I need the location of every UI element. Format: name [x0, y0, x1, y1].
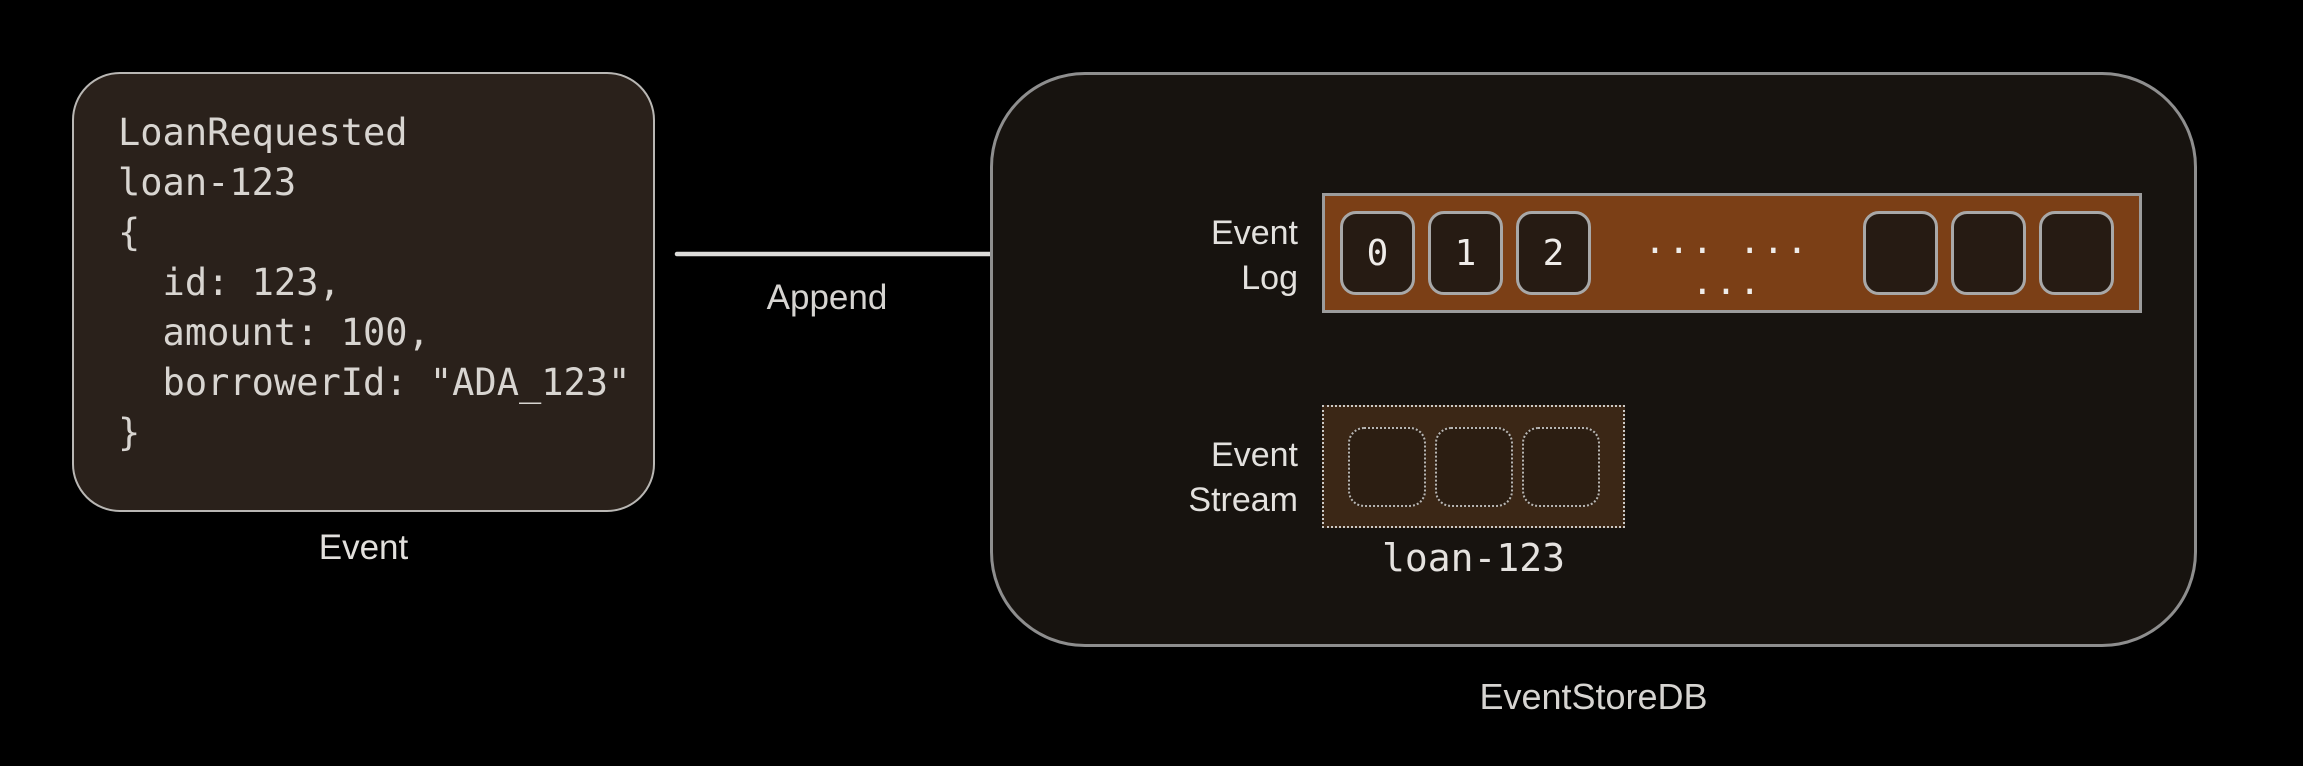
event-log-bar: 0 1 2 ... ... ...	[1322, 193, 2142, 313]
json-open-brace: {	[118, 211, 141, 254]
event-stream-label: Event Stream	[1080, 433, 1298, 523]
event-stream-label-line1: Event	[1211, 436, 1298, 474]
event-card: LoanRequested loan-123 { id: 123, amount…	[72, 72, 655, 512]
event-stream-empty-cell	[1521, 426, 1600, 507]
eventstoredb-container	[990, 72, 2197, 647]
json-borrower-line: borrowerId: "ADA_123"	[118, 361, 631, 404]
event-log-cell-1: 1	[1428, 211, 1503, 295]
event-log-label-line1: Event	[1211, 214, 1298, 252]
append-label: Append	[766, 278, 888, 317]
json-id-line: id: 123,	[118, 261, 341, 304]
event-stream-empty-cell	[1434, 426, 1513, 507]
json-close-brace: }	[118, 411, 141, 454]
event-stream-empty-cell	[1347, 426, 1426, 507]
event-type-line: LoanRequested	[118, 111, 408, 154]
event-log-empty-cell	[1951, 211, 2026, 295]
event-stream-caption: loan-123	[1381, 536, 1566, 580]
json-amount-line: amount: 100,	[118, 311, 430, 354]
stream-name-line: loan-123	[118, 161, 297, 204]
event-log-cell-2: 2	[1516, 211, 1591, 295]
event-log-empty-cell	[1863, 211, 1938, 295]
eventstoredb-caption: EventStoreDB	[1479, 676, 1708, 717]
event-stream-box	[1322, 405, 1625, 528]
event-log-ellipsis: ... ... ...	[1644, 221, 1810, 303]
event-log-cell-0: 0	[1340, 211, 1415, 295]
event-log-label: Event Log	[1080, 211, 1298, 301]
event-card-caption: Event	[318, 528, 409, 567]
event-log-empty-cell	[2039, 211, 2114, 295]
event-stream-label-line2: Stream	[1188, 481, 1298, 519]
event-log-label-line2: Log	[1241, 259, 1298, 297]
